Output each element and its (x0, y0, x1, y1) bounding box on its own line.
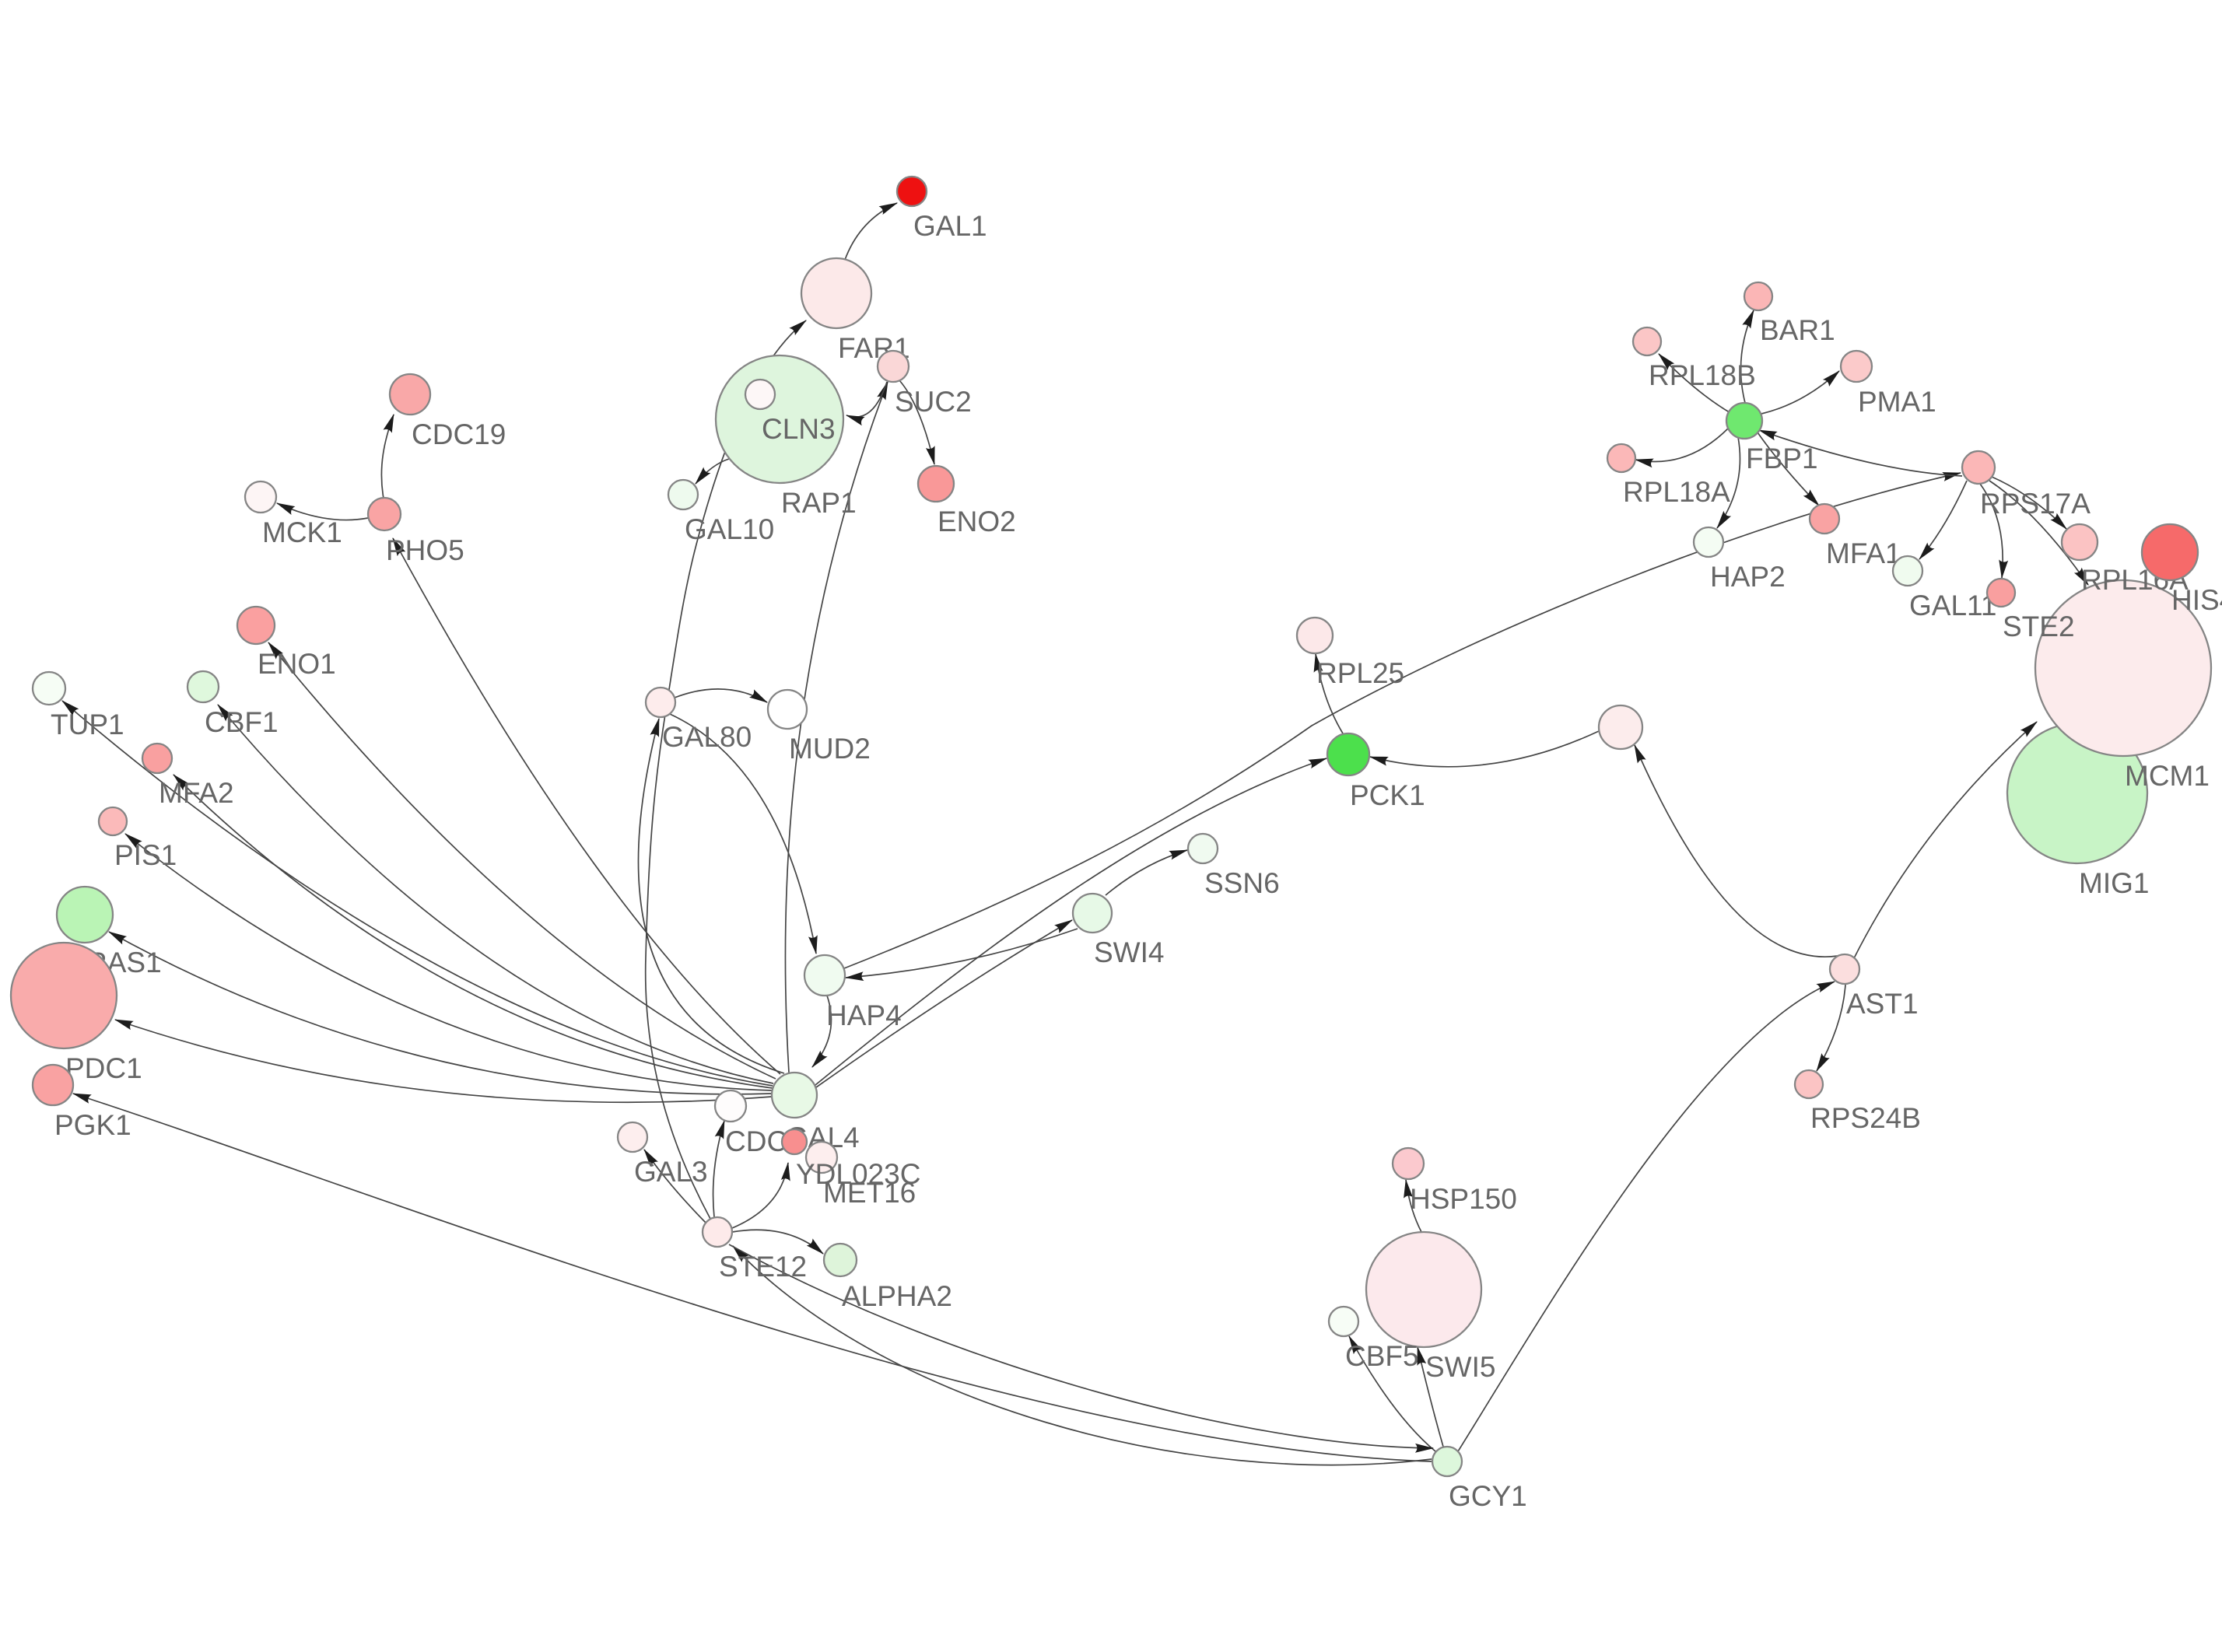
svg-text:SWI4: SWI4 (1094, 936, 1164, 968)
svg-text:CDC19: CDC19 (412, 418, 506, 450)
svg-text:CBF1: CBF1 (205, 706, 279, 738)
svg-text:TUP1: TUP1 (51, 709, 124, 740)
svg-text:STE12: STE12 (719, 1251, 807, 1283)
svg-text:YDL023C: YDL023C (796, 1158, 920, 1190)
svg-text:MET16: MET16 (823, 1177, 916, 1209)
svg-text:HSP150: HSP150 (1410, 1183, 1517, 1215)
svg-text:PDC1: PDC1 (65, 1052, 142, 1084)
svg-text:FBP1: FBP1 (1746, 443, 1818, 474)
svg-text:PMA1: PMA1 (1858, 386, 1936, 418)
svg-text:PCK1: PCK1 (1350, 779, 1425, 811)
svg-text:RPL18B: RPL18B (1649, 359, 1756, 391)
svg-text:MUD2: MUD2 (789, 733, 871, 765)
svg-text:BAR1: BAR1 (1760, 314, 1835, 346)
svg-text:GAL11: GAL11 (1909, 590, 1996, 621)
svg-text:PIS1: PIS1 (114, 839, 177, 871)
svg-text:AST1: AST1 (1846, 988, 1919, 1020)
svg-text:RPS24B: RPS24B (1810, 1102, 1921, 1134)
svg-text:CLN3: CLN3 (762, 413, 836, 445)
svg-text:MFA2: MFA2 (159, 777, 234, 809)
svg-text:MIG1: MIG1 (2079, 867, 2149, 899)
svg-text:MFA1: MFA1 (1826, 537, 1901, 569)
svg-text:MCM1: MCM1 (2125, 760, 2210, 792)
svg-text:CBF5: CBF5 (1345, 1340, 1419, 1372)
svg-text:STE2: STE2 (2003, 611, 2075, 642)
svg-text:PGK1: PGK1 (54, 1109, 131, 1141)
svg-text:RAP1: RAP1 (781, 487, 857, 519)
svg-text:GCY1: GCY1 (1449, 1480, 1527, 1512)
svg-text:GAL3: GAL3 (634, 1156, 708, 1188)
svg-text:SSN6: SSN6 (1204, 867, 1280, 899)
svg-text:GAL10: GAL10 (685, 513, 774, 545)
svg-text:ALPHA2: ALPHA2 (842, 1280, 952, 1312)
svg-text:HIS4: HIS4 (2171, 584, 2222, 616)
svg-text:ENO2: ENO2 (938, 506, 1016, 537)
svg-text:HAP2: HAP2 (1710, 561, 1786, 593)
svg-text:SWI5: SWI5 (1425, 1351, 1495, 1383)
svg-text:RPS17A: RPS17A (1980, 488, 2091, 520)
svg-text:SUC2: SUC2 (895, 386, 972, 418)
svg-text:RPL18A: RPL18A (1623, 476, 1730, 508)
svg-text:GAL1: GAL1 (913, 210, 987, 242)
svg-text:MCK1: MCK1 (262, 516, 342, 548)
svg-text:GAL80: GAL80 (662, 721, 752, 753)
svg-text:RPL25: RPL25 (1316, 657, 1404, 689)
svg-text:PHO5: PHO5 (386, 534, 464, 566)
svg-text:HAP4: HAP4 (826, 999, 902, 1031)
svg-text:ENO1: ENO1 (258, 648, 336, 680)
